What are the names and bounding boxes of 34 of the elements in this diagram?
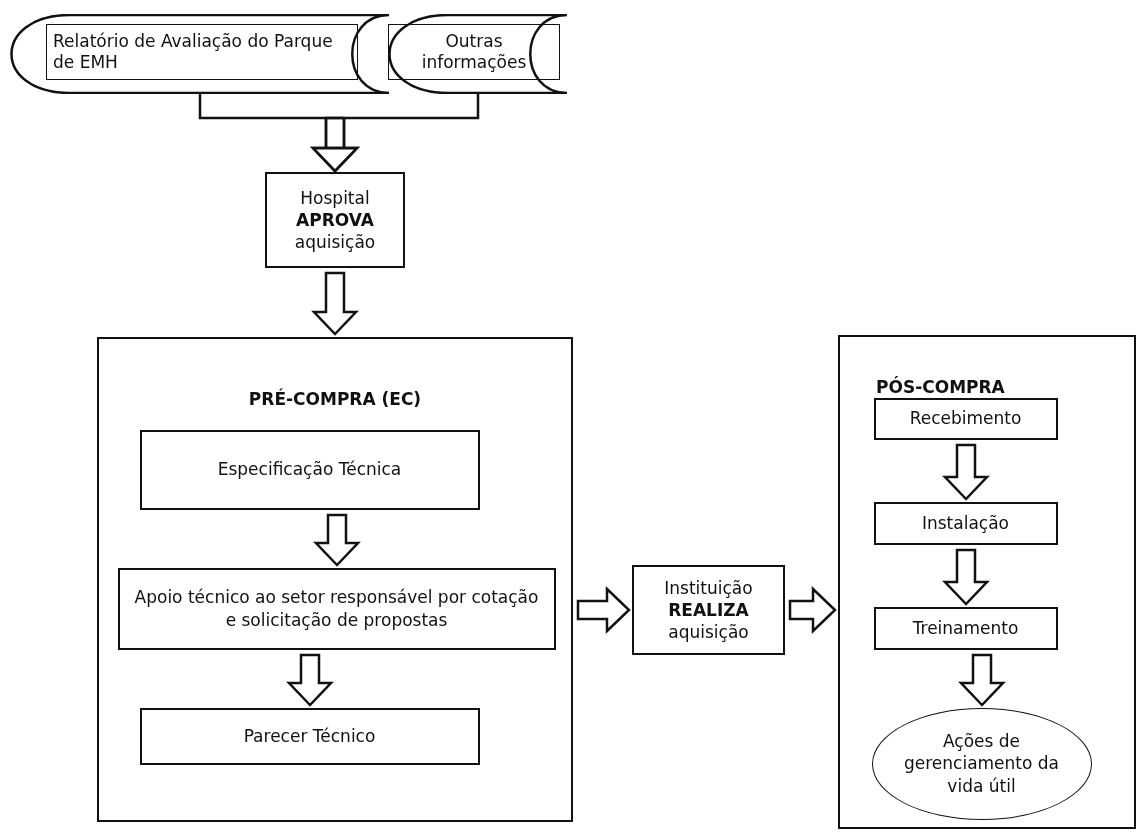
box-text: Ações de gerenciamento da vida útil bbox=[902, 730, 1061, 797]
block-arrow bbox=[942, 548, 990, 606]
box-text: Hospital APROVA aquisição bbox=[293, 186, 377, 254]
section-title: PRÉ-COMPRA (EC) bbox=[247, 389, 423, 409]
block-arrow bbox=[942, 443, 990, 501]
block-arrow bbox=[313, 513, 361, 567]
block-arrow bbox=[788, 586, 837, 634]
box-text: Treinamento bbox=[912, 616, 1019, 640]
stored-data-shape bbox=[10, 14, 390, 94]
stored-data-shape bbox=[388, 14, 568, 94]
block-arrow bbox=[286, 653, 334, 707]
process-box bbox=[265, 172, 405, 268]
section-box bbox=[97, 337, 573, 822]
process-box bbox=[632, 565, 785, 655]
box-text: Parecer Técnico bbox=[243, 724, 376, 748]
box-text: Recebimento bbox=[909, 407, 1022, 430]
block-arrow bbox=[958, 653, 1006, 707]
process-box bbox=[139, 429, 480, 510]
process-box bbox=[873, 606, 1058, 650]
box-text: Apoio técnico ao setor responsável por cotação e solicitação de propostas bbox=[133, 586, 540, 631]
process-box bbox=[873, 397, 1058, 440]
section-box bbox=[838, 335, 1136, 829]
block-arrow bbox=[576, 586, 631, 634]
process-box bbox=[117, 567, 556, 650]
block-arrow bbox=[311, 271, 359, 336]
document-label: Relatório de Avaliação do Parque de EMH bbox=[46, 24, 358, 80]
box-text: Especificação Técnica bbox=[217, 458, 402, 481]
process-box bbox=[139, 707, 480, 765]
block-arrow bbox=[311, 94, 480, 173]
document-label: Outras informações bbox=[388, 24, 560, 80]
box-text: Instalação bbox=[921, 511, 1009, 535]
process-box bbox=[873, 501, 1058, 545]
box-text: Instituição REALIZA aquisição bbox=[663, 576, 754, 644]
section-title: PÓS-COMPRA bbox=[876, 377, 1006, 397]
